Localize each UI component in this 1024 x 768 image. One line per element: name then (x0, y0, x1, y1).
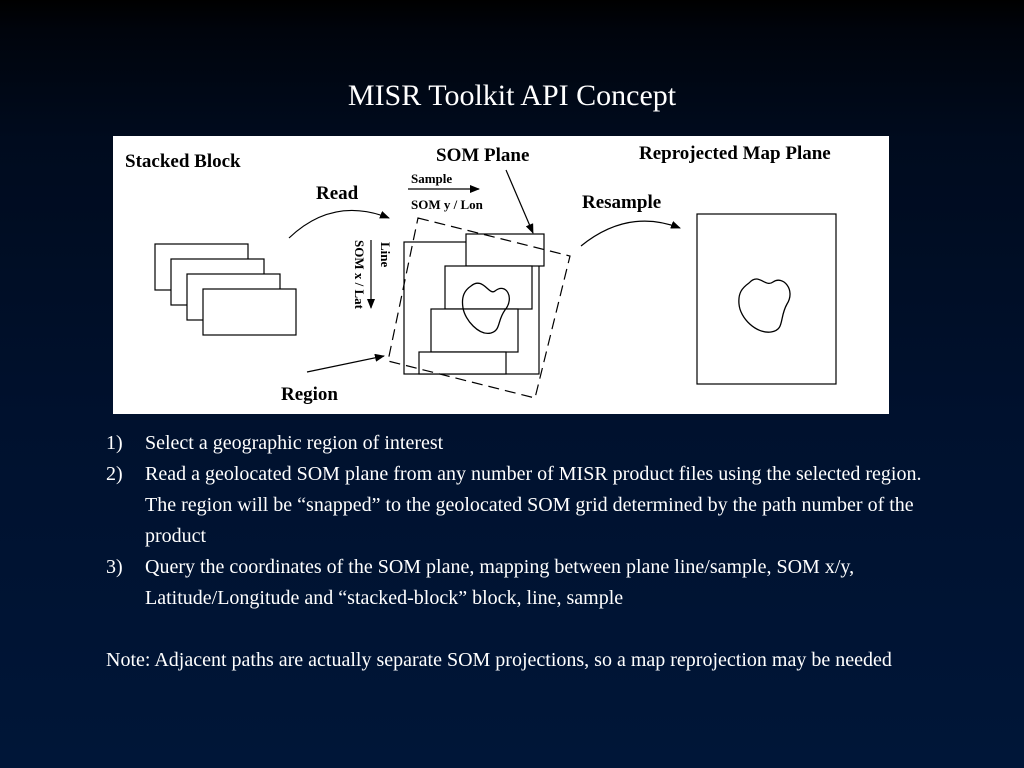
som-block-3 (430, 308, 519, 353)
stacked-page-4 (202, 288, 297, 336)
reprojected-map-plane-label: Reprojected Map Plane (639, 143, 831, 164)
som-block-4 (418, 351, 507, 375)
body-text: 1) Select a geographic region of interes… (106, 428, 946, 676)
concept-diagram: Stacked Block Read SOM Plane Sample SOM … (113, 136, 889, 414)
som-block-2 (444, 265, 533, 310)
read-label: Read (316, 183, 359, 204)
list-number: 3) (106, 556, 123, 578)
som-plane-pointer (505, 169, 534, 234)
list-number: 1) (106, 432, 123, 454)
list-item: 3) Query the coordinates of the SOM plan… (106, 552, 946, 614)
list-item: 1) Select a geographic region of interes… (106, 428, 946, 459)
reprojected-map-frame (696, 213, 837, 385)
resample-label: Resample (582, 192, 661, 213)
region-dashed-box (387, 217, 571, 399)
som-y-lon-label: SOM y / Lon (411, 197, 484, 212)
list-text: Select a geographic region of interest (145, 432, 444, 454)
list-number: 2) (106, 463, 123, 485)
som-plane-label: SOM Plane (436, 145, 529, 166)
list-text: Read a geolocated SOM plane from any num… (145, 463, 922, 547)
slide-title: MISR Toolkit API Concept (347, 79, 677, 112)
reprojected-region-shape (738, 278, 791, 333)
note-text: Note: Adjacent paths are actually separa… (106, 649, 892, 671)
read-arrow (288, 209, 390, 239)
som-block-1 (465, 233, 545, 267)
som-region-shape (461, 282, 510, 334)
resample-arrow (580, 220, 681, 247)
stacked-block-label: Stacked Block (125, 151, 241, 172)
list-item: 2) Read a geolocated SOM plane from any … (106, 459, 946, 552)
line-label: Line (378, 242, 393, 268)
list-text: Query the coordinates of the SOM plane, … (145, 556, 855, 609)
som-x-lat-label: SOM x / Lat (352, 240, 367, 310)
region-pointer (306, 353, 385, 373)
sample-label: Sample (411, 171, 452, 186)
som-plane-blocks (418, 233, 545, 375)
stacked-block-pages (154, 243, 297, 336)
region-label: Region (281, 384, 338, 405)
